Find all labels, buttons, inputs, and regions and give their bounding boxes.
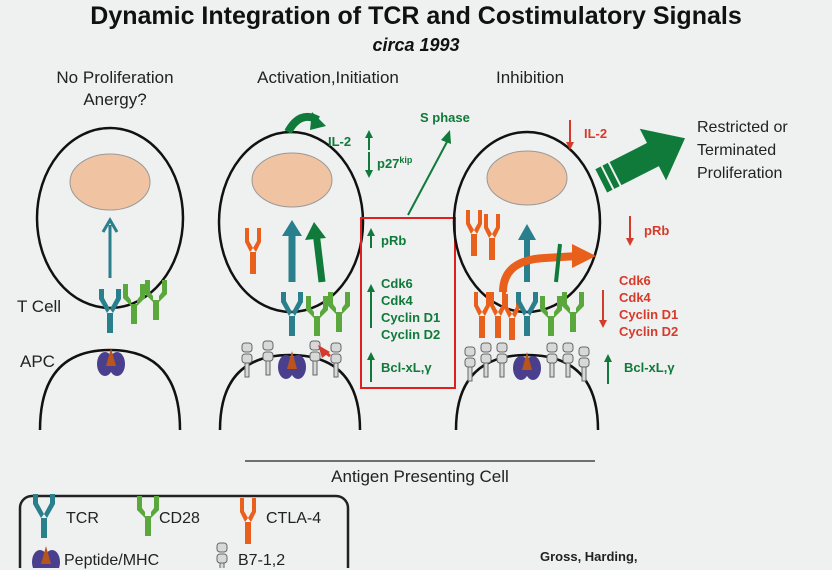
tcr-signal-arrow-2 (282, 220, 302, 282)
ctla4-receptor-2-internal (245, 228, 261, 274)
s-phase-arrow (407, 139, 449, 216)
ctla4-receptor-3b (490, 292, 506, 338)
inhibition-cdk6-label: Cdk6 (619, 273, 651, 288)
tcr-signal-arrow-1 (101, 217, 119, 278)
cd28-signal-arrow-3 (554, 243, 562, 283)
inhibition-prb-label: pRb (644, 223, 669, 238)
inhibition-cdk4-label: Cdk4 (619, 290, 652, 305)
legend-tcr-label: TCR (66, 510, 99, 527)
tcr-receptor-1 (99, 289, 121, 333)
ctla4-receptor-3a (474, 292, 490, 338)
activation-cdk4-label: Cdk4 (381, 293, 414, 308)
inhibition-cyclin-d1-label: Cyclin D1 (619, 307, 678, 322)
b7-ligand-3d (546, 342, 558, 378)
prb-up-arrow (367, 228, 375, 248)
inhibition-cyclin-d2-label: Cyclin D2 (619, 324, 678, 339)
legend-box (18, 494, 350, 568)
legend-peptide-mhc-label: Peptide/MHC (64, 552, 160, 569)
b7-ligand-3c (496, 342, 508, 378)
peptide-mhc-1 (97, 348, 125, 376)
t-cell-1 (35, 126, 185, 310)
activation-cyclin-d2-label: Cyclin D2 (381, 327, 440, 342)
column-label-no-proliferation: No Proliferation Anergy? (56, 68, 174, 109)
legend-ctla4-label: CTLA-4 (266, 510, 322, 527)
cd28-receptor-3a (540, 296, 562, 336)
p27-down-arrow (365, 152, 373, 178)
activation-cyclin-d1-label: Cyclin D1 (381, 310, 440, 325)
tcr-receptor-3 (516, 292, 538, 336)
activation-prb-label: pRb (381, 233, 406, 248)
t-cell-label: T Cell (17, 297, 62, 316)
page-subtitle: circa 1993 (372, 35, 460, 55)
legend-b7-label: B7-1,2 (238, 552, 286, 569)
outcome-label: Restricted or Terminated Proliferation (697, 119, 788, 182)
apc-cell-2 (218, 353, 362, 431)
il2-up-arrow (365, 130, 373, 150)
b7-ligand-2a (241, 342, 253, 378)
b7-ligand-3b (480, 342, 492, 378)
highlight-box (360, 217, 456, 389)
cd28-receptor-1a (123, 284, 145, 324)
b7-ligand-3e (562, 342, 574, 378)
credit-text: Gross, Harding, (540, 549, 638, 564)
legend-tcr-icon (33, 494, 55, 538)
column-activation (217, 112, 451, 431)
nucleus-2 (251, 152, 333, 208)
apc-caption: Antigen Presenting Cell (331, 467, 509, 486)
inhibition-curved-arrow (499, 252, 579, 293)
page-title: Dynamic Integration of TCR and Costimula… (90, 2, 742, 30)
inhibition-bcl-label: Bcl-xL,γ (624, 360, 675, 375)
ctla4-internal-3a (466, 210, 482, 256)
il2-down-arrow-3 (566, 120, 574, 150)
column-no-proliferation (35, 126, 185, 431)
cd28-receptor-2a (306, 296, 328, 336)
cdk-up-arrow (367, 284, 375, 328)
legend-b7-icon (216, 542, 228, 568)
apc-cell-1 (38, 348, 182, 431)
outcome-arrow (595, 128, 686, 193)
legend-peptide-mhc-icon (32, 546, 60, 568)
nucleus-1 (69, 153, 151, 211)
activation-s-phase-label: S phase (420, 110, 470, 125)
b7-ligand-2b (262, 340, 274, 376)
apc-label: APC (20, 352, 55, 371)
column-inhibition (452, 120, 686, 431)
prb-down-arrow-3 (626, 216, 634, 246)
tcr-receptor-2 (281, 292, 303, 336)
nucleus-3 (486, 150, 568, 206)
activation-il2-label: IL-2 (328, 134, 351, 149)
legend-ctla4-icon (240, 498, 256, 544)
cd28-receptor-3b (562, 292, 584, 332)
cd28-signal-arrow-2 (305, 222, 326, 283)
cd28-receptor-2b (328, 292, 350, 332)
tcr-signal-arrow-3 (518, 224, 536, 282)
activation-cdk6-label: Cdk6 (381, 276, 413, 291)
inhibition-il2-label: IL-2 (584, 126, 607, 141)
activation-bcl-label: Bcl-xL,γ (381, 360, 432, 375)
column-label-activation: Activation,Initiation (257, 68, 399, 87)
legend-cd28-icon (137, 496, 159, 536)
bcl-up-arrow (367, 352, 375, 382)
cdk-down-arrow-3 (599, 290, 607, 328)
ctla4-internal-3b (484, 214, 500, 260)
activation-p27-label: p27kip (377, 155, 413, 171)
column-label-inhibition: Inhibition (495, 68, 565, 87)
bcl-up-arrow-3 (604, 354, 612, 384)
cd28-receptor-1b (145, 280, 167, 320)
legend-cd28-label: CD28 (159, 510, 200, 527)
